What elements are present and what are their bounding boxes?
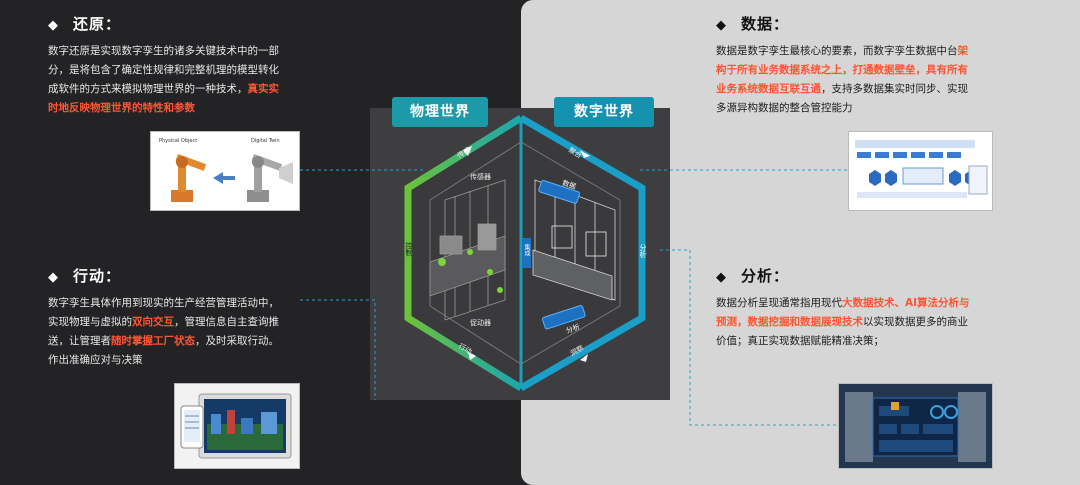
analysis-section: ◆ 分析： 数据分析呈现通常指用现代大数据技术、AI算法分析与 预测，数据挖掘和数… [716,266,996,351]
analysis-heading: ◆ 分析： [716,266,996,288]
restore-title: 还原： [73,15,122,33]
diamond-icon: ◆ [48,270,59,285]
digital-world-badge: 数字世界 [554,97,654,127]
data-section: ◆ 数据： 数据是数字孪生最核心的要素，而数字孪生数据中台架 构于所有业务数据系统… [716,14,996,118]
label-control: 控制 [405,242,413,256]
analysis-line-2: 预测，数据挖掘和数据展现技术以实现数据更多的商业 [716,316,968,328]
diamond-icon: ◆ [716,270,727,285]
diamond-icon: ◆ [48,18,59,33]
action-line-4: 作出准确应对与决策 [48,354,143,366]
label-sensor: 传感器 [470,173,491,181]
data-heading: ◆ 数据： [716,14,996,36]
analysis-line-1: 数据分析呈现通常指用现代大数据技术、AI算法分析与 [716,297,970,309]
up-arrow-icon [638,250,646,260]
connector-action [300,299,376,400]
dashboard-thumbnail [838,383,993,469]
physical-factory-illustration [429,179,506,321]
data-title: 数据： [741,15,790,33]
action-line-2: 实现物理与虚拟的双向交互，管理信息自主查询推 [48,316,279,328]
restore-line-1: 数字还原是实现数字孪生的诸多关键技术中的一部 [48,45,279,57]
label-analyze-side: 分析 [639,244,647,258]
action-heading: ◆ 行动： [48,266,318,288]
data-line-4: 多源异构数据的整合管控能力 [716,102,853,114]
action-title: 行动： [73,267,122,285]
architecture-diagram-icon [855,140,988,198]
action-line-1: 数字孪生具体作用到现实的生产经营管理活动中， [48,297,279,309]
tablet-screen-icon [180,393,292,459]
physical-world-badge: 物理世界 [392,97,488,127]
restore-line-4: 时地反映物理世界的特性和参数 [48,102,195,114]
label-actuator: 促动器 [470,319,491,327]
diamond-icon: ◆ [716,18,727,33]
digital-twin-thumbnail: Physical Object Digital Twin [150,131,300,211]
data-architecture-thumbnail [848,131,993,211]
down-arrow-icon [404,250,412,260]
restore-heading: ◆ 还原： [48,14,308,36]
digital-factory-illustration [532,179,616,301]
action-section: ◆ 行动： 数字孪生具体作用到现实的生产经营管理活动中， 实现物理与虚拟的双向交互… [48,266,318,370]
robot-arm-icon [171,154,293,202]
label-integrate: 集成 [523,244,530,256]
arrow-icon [580,354,588,362]
restore-line-3: 成软件的方式来模拟物理世界的一种技术，真实实 [48,83,279,95]
arrow-icon [580,150,590,158]
action-line-3: 送，让管理者随时掌握工厂状态，及时采取行动。 [48,335,279,347]
restore-line-2: 分，是将包含了确定性规律和完整机理的模型转化 [48,64,279,76]
analysis-title: 分析： [741,267,790,285]
factory-tablet-thumbnail [174,383,300,469]
data-line-3: 业务系统数据互联互通，支持多数据集实时同步、实现 [716,83,968,95]
arrow-icon [468,352,476,360]
data-line-1: 数据是数字孪生最核心的要素，而数字孪生数据中台架 [716,45,968,57]
dashboard-screen-icon [839,384,992,468]
connector-analysis [660,249,840,426]
arrow-icon [463,146,472,156]
restore-section: ◆ 还原： 数字还原是实现数字孪生的诸多关键技术中的一部 分，是将包含了确定性规律… [48,14,308,118]
data-line-2: 构于所有业务数据系统之上，打通数据壁垒，具有所有 [716,64,968,76]
analysis-line-3: 价值；真正实现数据赋能精准决策； [716,335,884,347]
